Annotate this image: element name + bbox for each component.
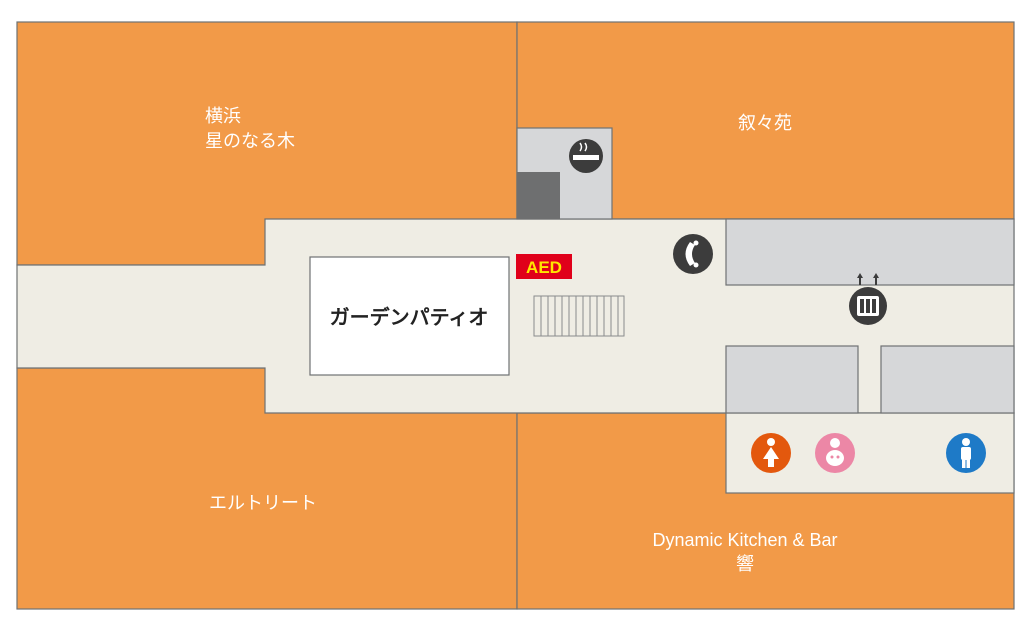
store-label-hibiki-line2: 響 [736,554,754,575]
aed-badge[interactable]: AED [516,254,572,279]
aed-label: AED [526,258,562,277]
stairs-icon [533,295,625,337]
store-label-yokohama-line2: 星のなる木 [205,131,295,152]
womens-restroom-icon[interactable] [751,433,791,473]
elevator-icon [849,273,887,325]
service-room-lower-middle [725,345,859,414]
service-room-lower-right [880,345,1015,414]
store-label-jojoen: 叙々苑 [738,113,792,134]
store-label-yokohama-line1: 横浜 [205,106,241,127]
mens-restroom-icon[interactable] [946,433,986,473]
smoking-room-door [517,172,560,219]
smoking-area-icon [569,139,603,173]
store-label-eruturito: エルトリート [209,493,317,514]
public-phone-icon [673,234,713,274]
baby-room-icon[interactable] [815,433,855,473]
garden-patio[interactable] [309,256,510,376]
service-room-upper-right [725,218,1015,286]
store-label-hibiki-line1: Dynamic Kitchen & Bar [652,530,837,550]
garden-patio-label: ガーデンパティオ [330,305,489,329]
